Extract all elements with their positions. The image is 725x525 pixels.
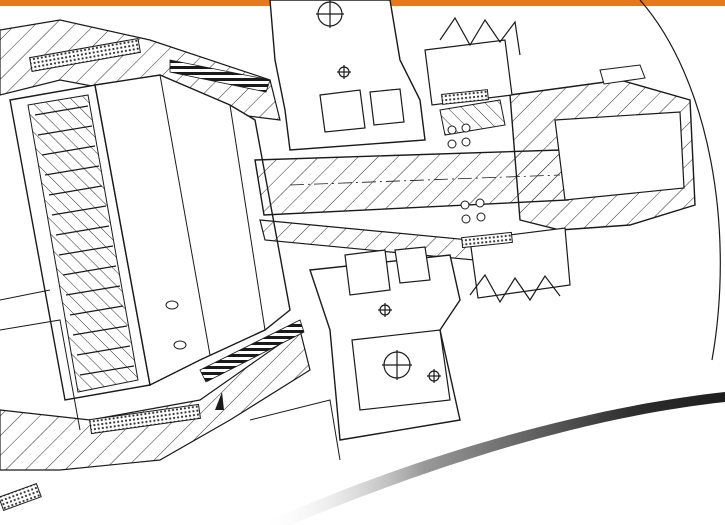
lower-left-linework (0, 289, 341, 461)
left-housing-bottom (0, 319, 311, 471)
bearing-seal-lower (461, 231, 513, 249)
crosshair-icon (382, 350, 412, 380)
triangle-marker-icon (215, 392, 224, 410)
bell-housing (94, 74, 291, 387)
lower-bracket (309, 246, 461, 441)
output-housing (509, 64, 696, 231)
page-curl-shadow (260, 392, 725, 525)
lower-pulley (469, 227, 571, 304)
left-housing-top (0, 19, 281, 121)
bearings (447, 123, 486, 224)
seal-top-left (29, 37, 141, 73)
page-curl-sheet (260, 392, 725, 525)
rotor-teeth (34, 105, 135, 376)
crosshair-icon (378, 303, 392, 317)
seal-lower-left (0, 482, 42, 512)
bearing-seal-upper (441, 89, 489, 105)
upper-pulley (424, 16, 521, 136)
seal-bottom-left (88, 403, 202, 435)
crosshair-icon (316, 0, 344, 28)
crosshair-icon (427, 369, 441, 383)
outer-housing-arc (639, 0, 721, 361)
crosshair-icon (337, 65, 351, 79)
